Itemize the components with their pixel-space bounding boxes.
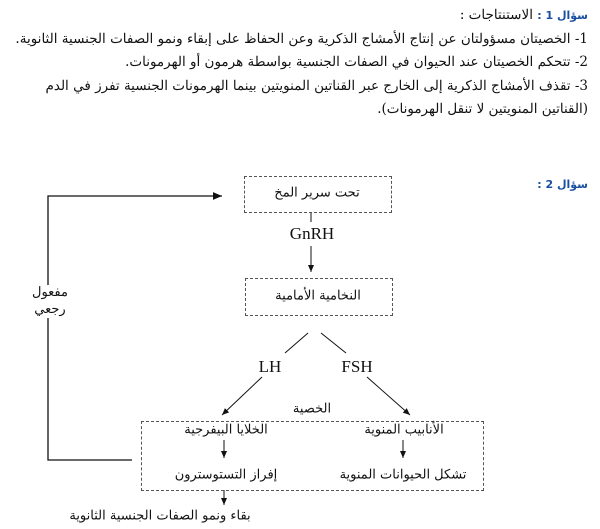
lh-line [284, 332, 309, 354]
tubules-label: الأنابيب المنوية [364, 422, 444, 438]
conclusion-3: 3- تقذف الأمشاج الذكرية إلى الخارج عبر ا… [45, 77, 589, 118]
fsh-line [320, 332, 347, 354]
fsh-arrow [366, 376, 411, 416]
hypothalamus-box [244, 176, 392, 213]
feedback-label: مفعول رجعي [32, 285, 68, 317]
hypothalamus-label: تحت سرير المخ [274, 185, 360, 201]
testis-label: الخصية [292, 401, 332, 417]
testosterone-label: إفراز التستوسترون [174, 467, 278, 483]
fsh-label: FSH [341, 357, 373, 376]
question-1-heading: الاستنتاجات : [459, 7, 533, 23]
testis-box [141, 421, 484, 491]
result-label: بقاء ونمو الصفات الجنسية الثانوية [69, 508, 251, 524]
conclusion-2: 2- تتحكم الخصيتان عند الحيوان في الصفات … [125, 54, 588, 70]
gnrh-label: GnRH [289, 224, 335, 243]
pituitary-box [245, 278, 393, 316]
question-2-label: سؤال 2 : [537, 178, 588, 191]
leydig-label: الخلايا البيفرجية [184, 422, 268, 438]
lh-label: LH [258, 357, 282, 376]
feedback-line-upper [47, 192, 222, 285]
sperm-formation-label: تشكل الحيوانات المنوية [339, 467, 467, 483]
conclusion-1: 1- الخصيتان مسؤولتان عن إنتاج الأمشاج ال… [15, 30, 588, 47]
question-1-label: سؤال 1 : [537, 9, 588, 22]
lh-arrow [221, 376, 263, 416]
feedback-line-lower [47, 318, 132, 461]
pituitary-label: النخامية الأمامية [275, 288, 361, 304]
question-1: سؤال 1 : الاستنتاجات : 1- الخصيتان مسؤول… [12, 4, 588, 122]
